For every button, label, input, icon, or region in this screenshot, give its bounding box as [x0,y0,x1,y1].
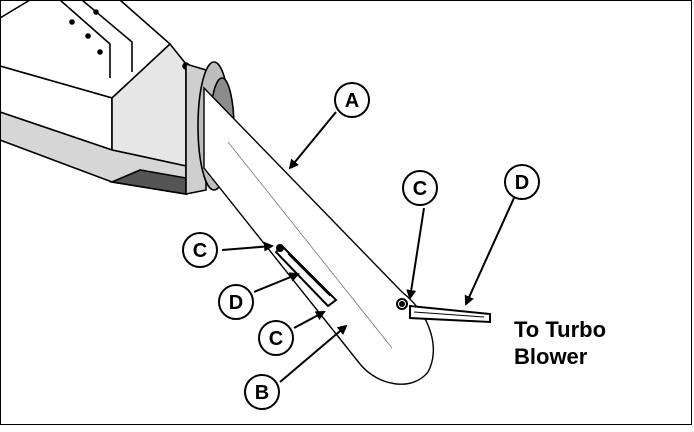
callout-c-left-top-label: C [193,240,207,262]
callout-d-right: D [504,164,540,200]
callout-c-right: C [402,170,438,206]
callout-c-left-bottom-label: C [269,328,283,350]
callout-c-right-label: C [413,178,427,200]
callout-c-left-top: C [182,232,218,268]
right-clamp [396,298,491,324]
caption-line-1: To Turbo [514,317,607,342]
callout-b-label: B [255,382,269,404]
callout-c-left-bottom: C [258,320,294,356]
callout-b: B [244,374,280,410]
callout-d-right-label: D [515,172,529,194]
callout-d-left-label: D [229,292,243,314]
callout-d-left: D [218,284,254,320]
left-clamp [274,244,338,308]
caption-line-2: Blower [514,344,588,369]
leader-lines [221,111,515,383]
callout-a-label: A [345,90,359,112]
callout-a: A [334,82,370,118]
destination-caption: To Turbo Blower [514,316,606,370]
